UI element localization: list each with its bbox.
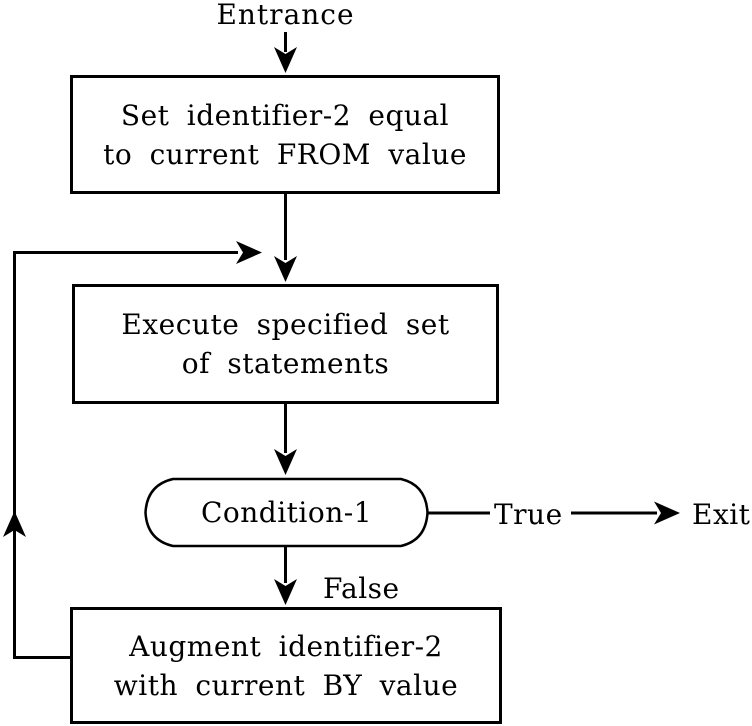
- process-box-text-line: to current FROM value: [103, 137, 467, 171]
- entrance-label: Entrance: [216, 0, 355, 31]
- true-branch-label: True: [494, 498, 563, 531]
- process-box-text-line: with current BY value: [113, 668, 459, 702]
- false-branch-label: False: [323, 572, 400, 605]
- arrowhead-down-icon: [274, 579, 297, 605]
- process-box-text-line: of statements: [181, 347, 390, 380]
- condition-label: Condition-1: [200, 496, 373, 529]
- arrowhead-up-icon: [3, 511, 26, 537]
- process-box-augment-identifier: Augment identifier-2 with current BY val…: [70, 607, 502, 724]
- process-box-set-identifier: Set identifier-2 equal to current FROM v…: [70, 75, 500, 194]
- process-box-text-line: Execute specified set: [121, 308, 450, 341]
- process-box-text-line: Set identifier-2 equal: [120, 98, 450, 132]
- arrowhead-down-icon: [274, 449, 297, 475]
- process-box-text-line: Augment identifier-2: [129, 629, 443, 663]
- arrowhead-down-icon: [274, 256, 297, 282]
- arrowhead-down-icon: [274, 47, 297, 73]
- process-box-execute-statements: Execute specified set of statements: [72, 284, 499, 404]
- exit-label: Exit: [692, 498, 751, 531]
- arrowhead-right-icon: [654, 501, 680, 525]
- condition-shape: [144, 477, 429, 548]
- arrowhead-right-icon: [236, 241, 262, 264]
